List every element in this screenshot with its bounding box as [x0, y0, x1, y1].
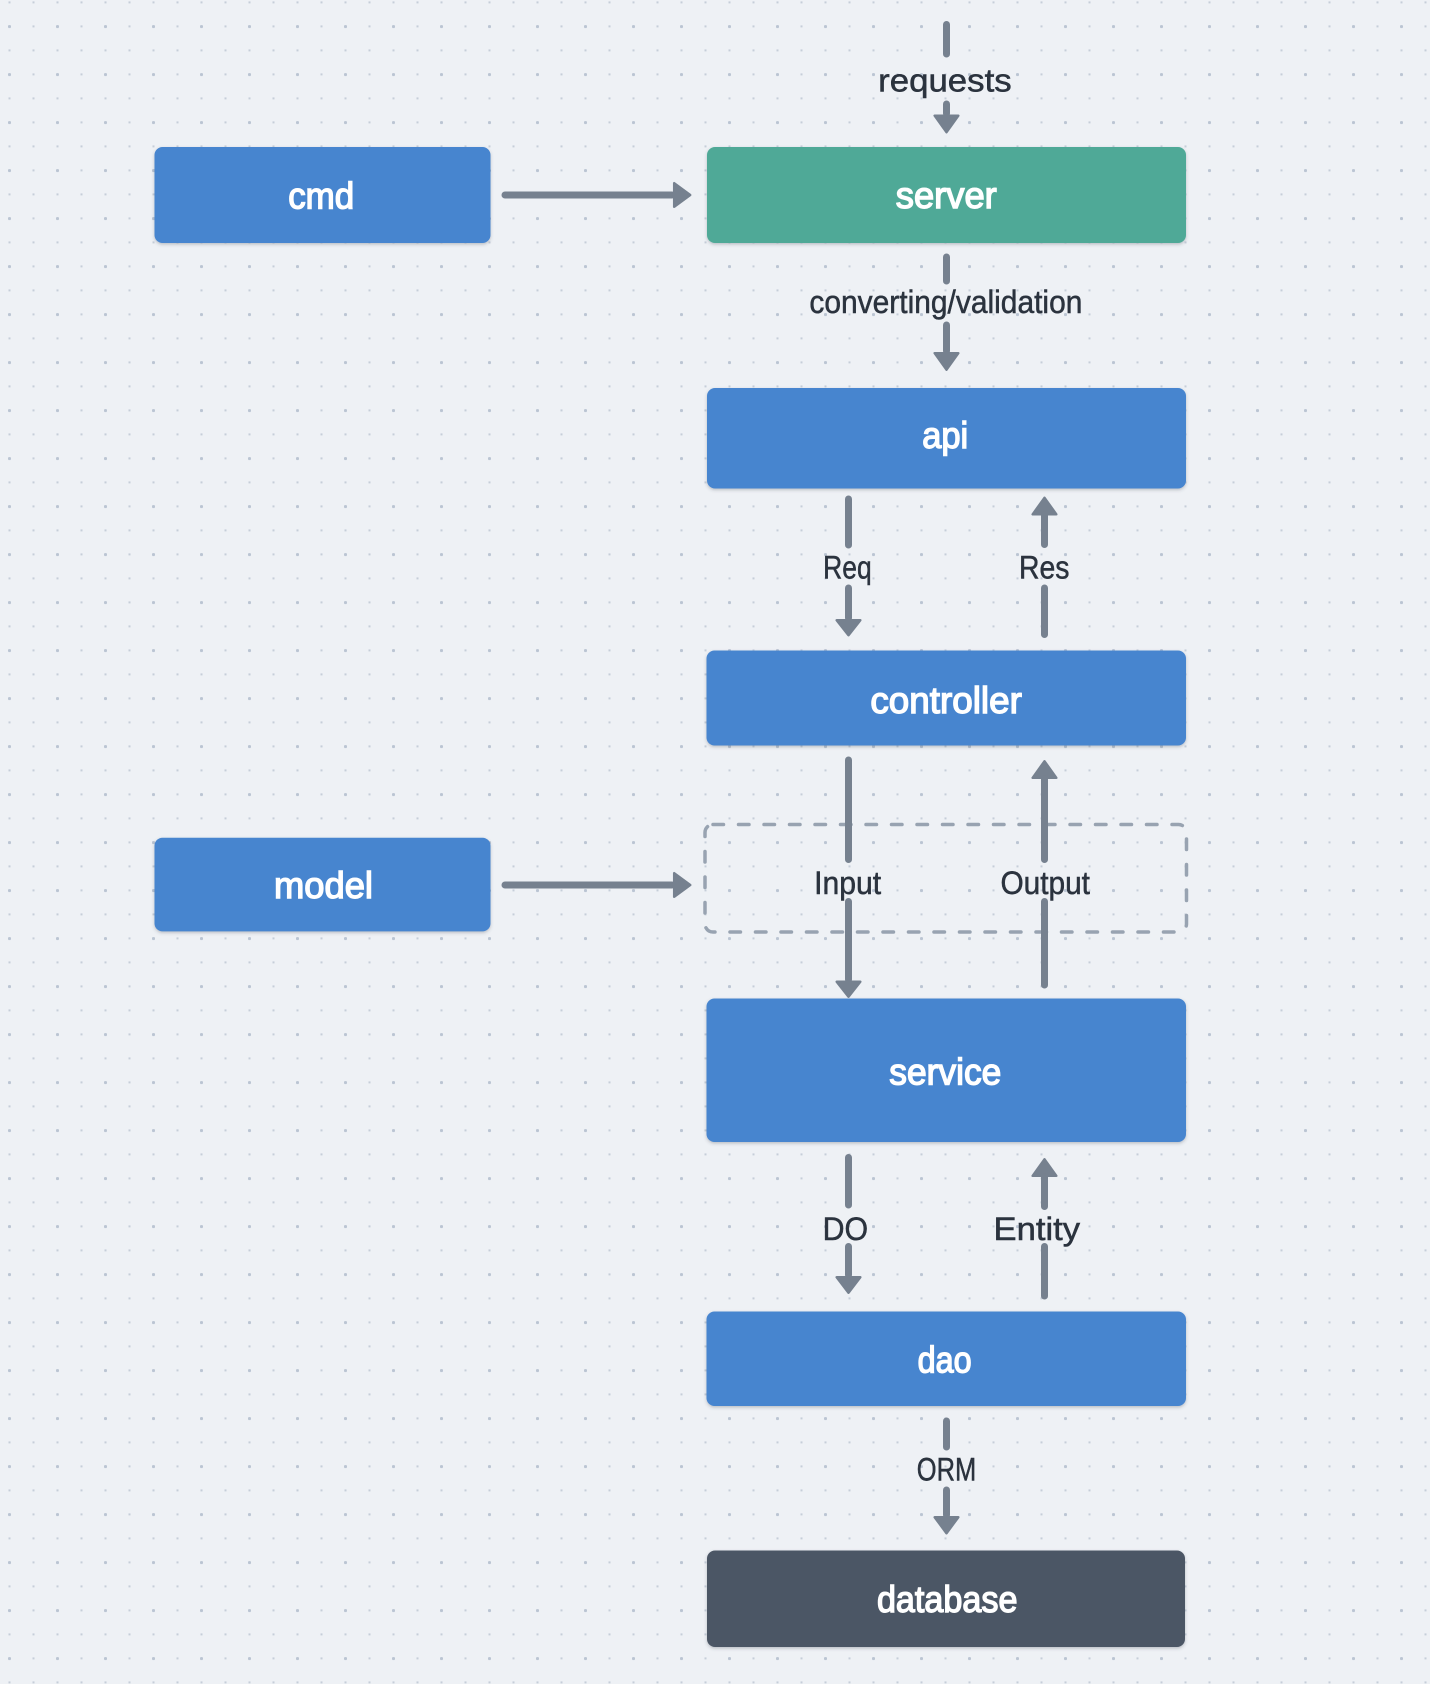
svg-text:converting/validation: converting/validation: [809, 284, 1082, 320]
svg-text:model: model: [274, 865, 373, 906]
svg-text:cmd: cmd: [288, 176, 354, 217]
svg-text:api: api: [922, 415, 968, 456]
svg-text:Input: Input: [814, 865, 881, 901]
svg-text:Res: Res: [1019, 549, 1070, 585]
svg-text:ORM: ORM: [917, 1451, 976, 1487]
svg-text:database: database: [877, 1579, 1018, 1620]
svg-text:service: service: [889, 1052, 1001, 1093]
svg-text:requests: requests: [878, 63, 1012, 99]
svg-text:controller: controller: [870, 680, 1022, 721]
svg-text:Req: Req: [823, 549, 872, 585]
svg-text:DO: DO: [823, 1211, 869, 1247]
svg-text:server: server: [896, 175, 997, 216]
svg-text:Output: Output: [1000, 865, 1090, 901]
svg-text:Entity: Entity: [994, 1211, 1081, 1247]
svg-text:dao: dao: [918, 1340, 972, 1381]
